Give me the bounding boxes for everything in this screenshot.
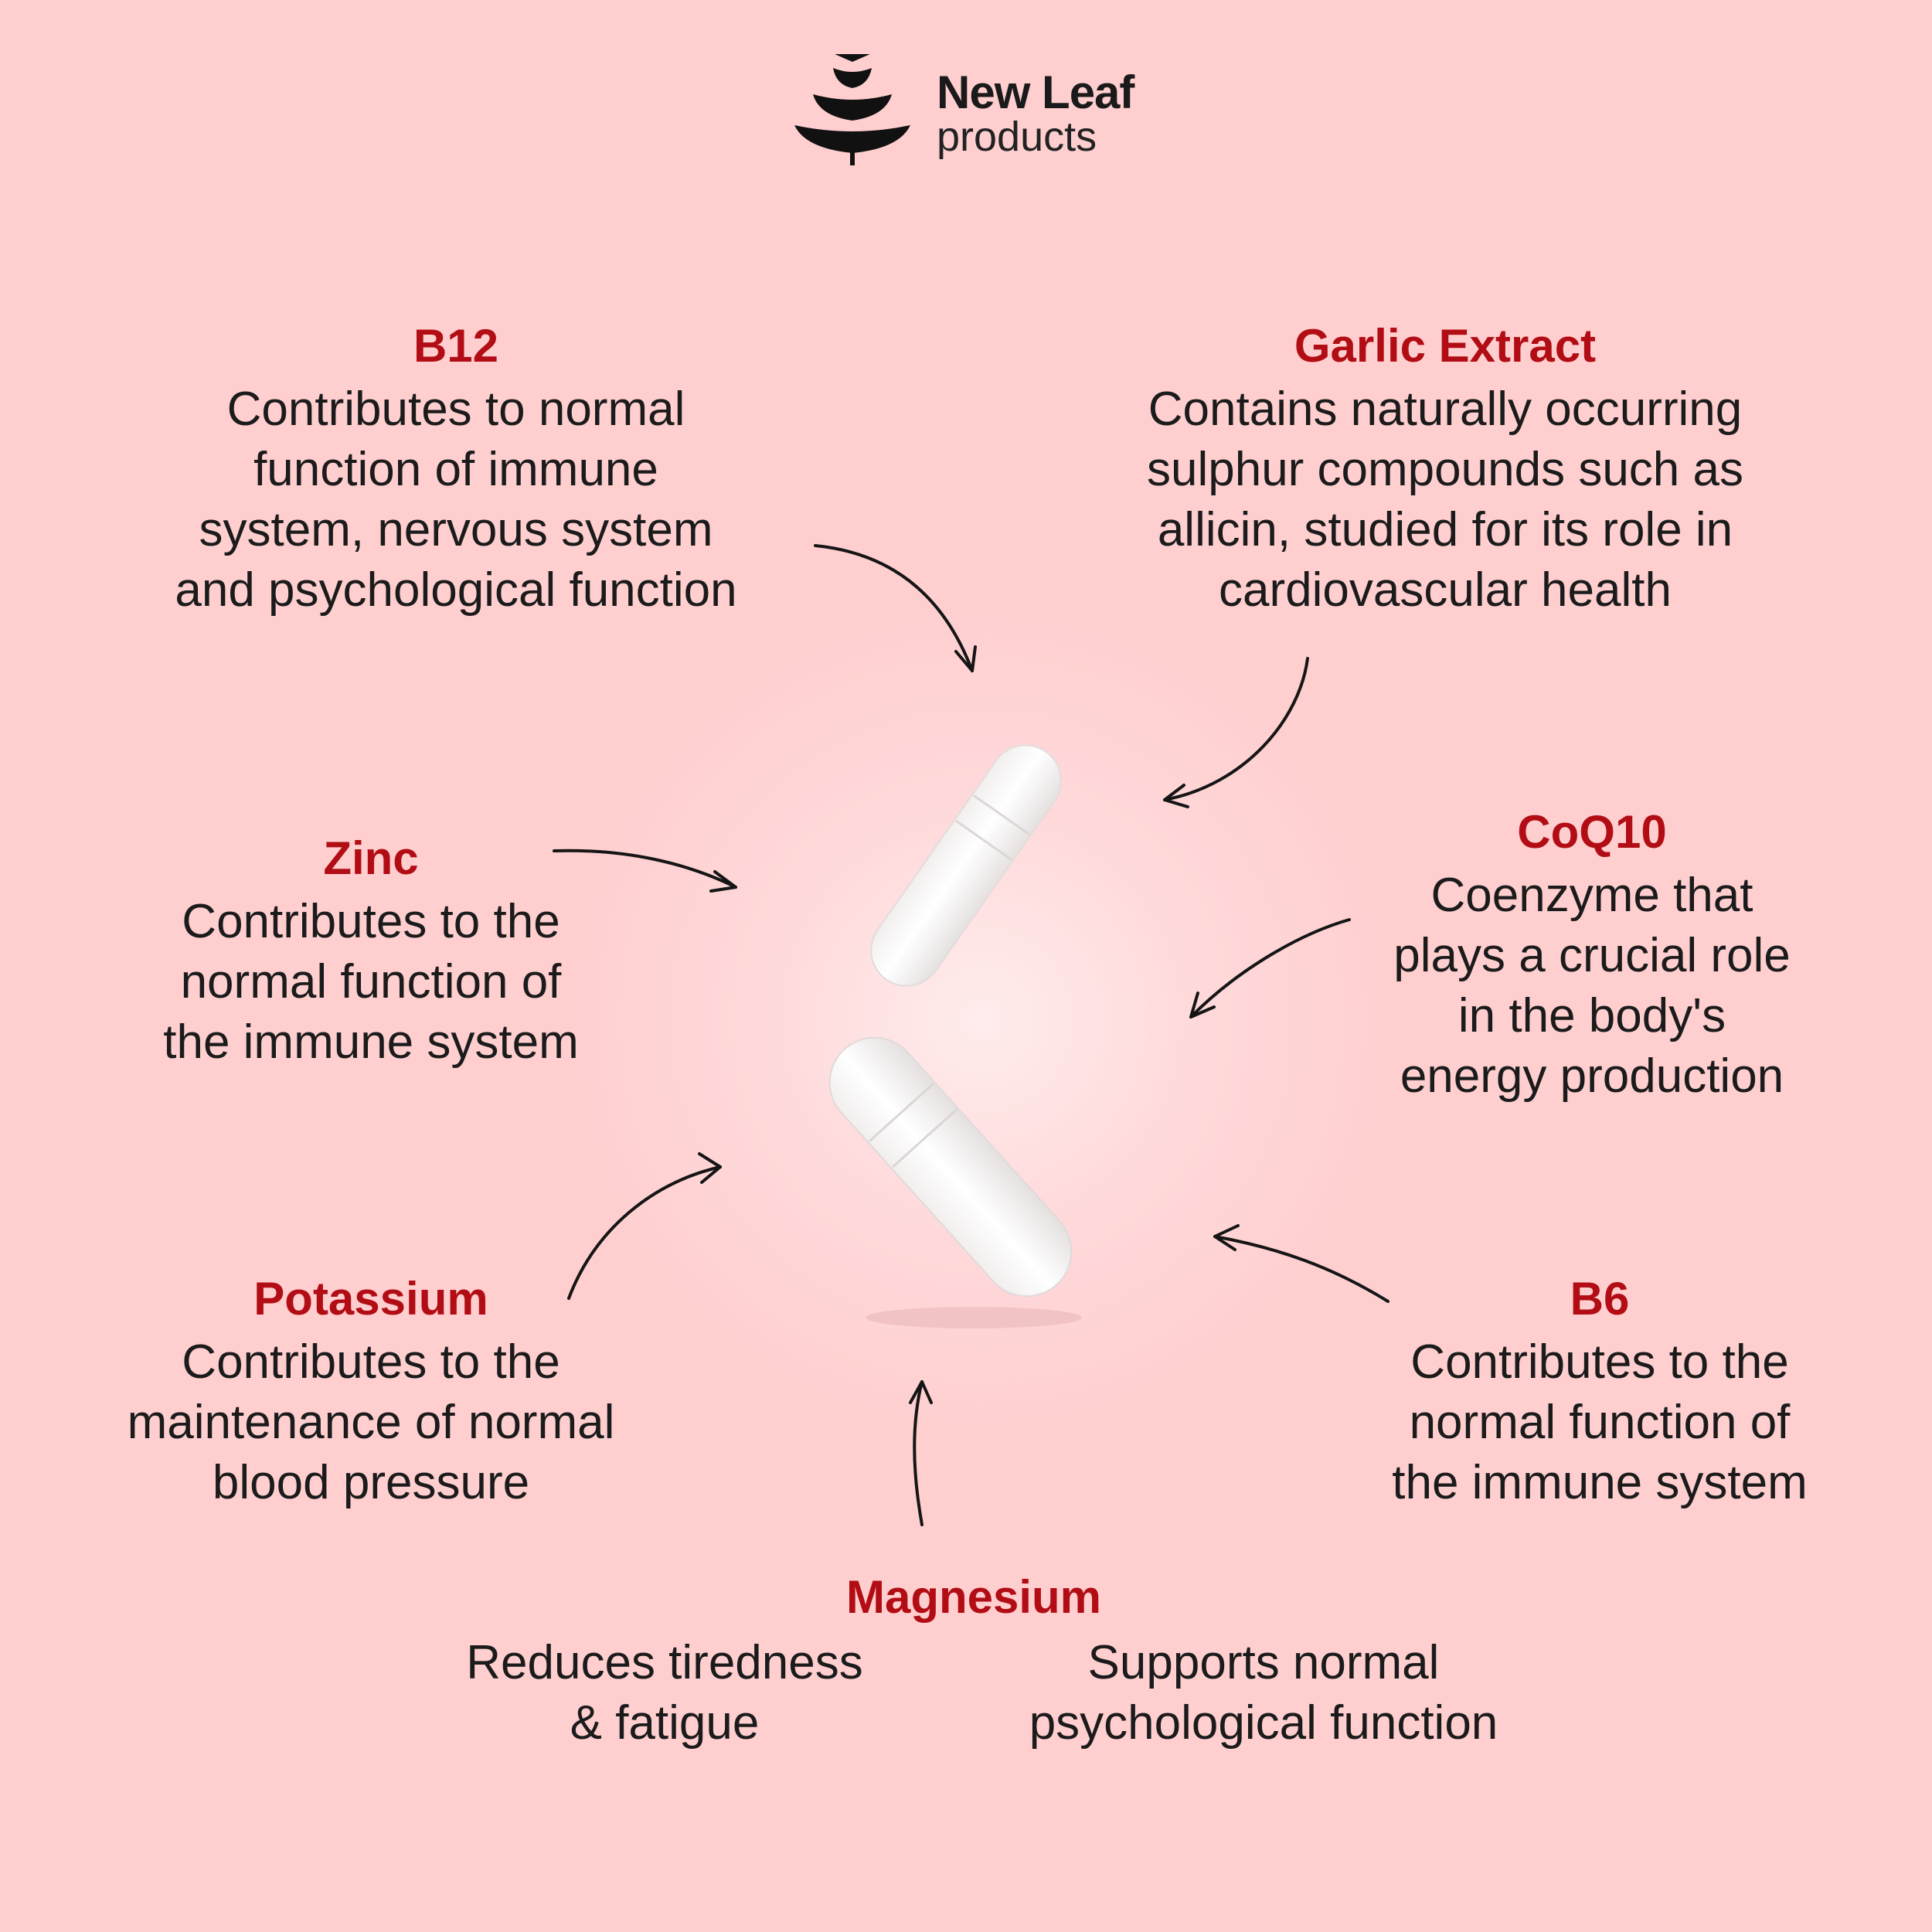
- nutrient-title: Potassium: [253, 1273, 488, 1325]
- nutrient-description: Contributes to normal function of immune…: [175, 383, 737, 617]
- white-capsules-icon: [870, 744, 1062, 987]
- nutrient-b12: B12 Contributes to normal function of im…: [116, 321, 796, 621]
- nutrient-description: Contributes to the maintenance of normal…: [127, 1335, 615, 1509]
- nutrient-title: Garlic Extract: [1294, 320, 1597, 372]
- magnesium-description-left: Reduces tiredness & fatigue: [466, 1636, 863, 1750]
- white-capsule-large: [828, 1036, 1082, 1328]
- nutrient-title: B12: [413, 320, 499, 372]
- nutrient-title: Zinc: [323, 832, 419, 884]
- nutrient-description: Contributes to the normal function of th…: [163, 895, 579, 1069]
- nutrient-garlic-extract: Garlic Extract Contains naturally occurr…: [1097, 321, 1793, 621]
- brand-logo: New Leaf products: [794, 51, 1150, 167]
- magnesium-description-right: Supports normal psychological function: [1029, 1636, 1498, 1750]
- nutrient-description: Coenzyme that plays a crucial role in th…: [1393, 869, 1791, 1103]
- leaf-stack-icon: [794, 54, 910, 165]
- nutrient-potassium: Potassium Contributes to the maintenance…: [93, 1274, 649, 1513]
- nutrient-zinc: Zinc Contributes to the normal function …: [124, 833, 618, 1073]
- nutrient-description: Contains naturally occurring sulphur com…: [1146, 383, 1743, 617]
- nutrient-b6: B6 Contributes to the normal function of…: [1360, 1274, 1839, 1513]
- nutrient-coq10: CoQ10 Coenzyme that plays a crucial role…: [1352, 807, 1832, 1107]
- brand-name: New Leaf: [937, 66, 1134, 118]
- nutrient-title: B6: [1570, 1273, 1630, 1325]
- brand-subtitle: products: [937, 114, 1097, 160]
- nutrient-title: CoQ10: [1517, 806, 1667, 858]
- nutrient-magnesium-title: Magnesium: [845, 1571, 1102, 1623]
- nutrient-description: Contributes to the normal function of th…: [1392, 1335, 1808, 1509]
